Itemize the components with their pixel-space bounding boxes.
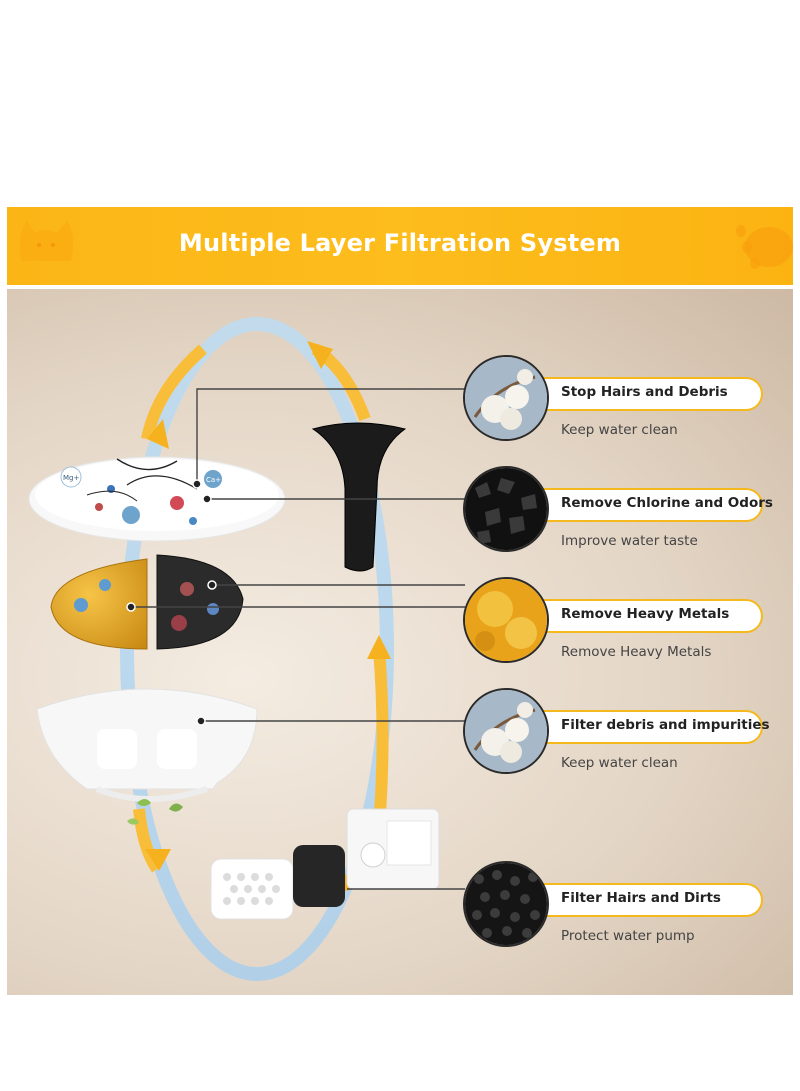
- feature-remove-heavy-metals: Remove Heavy Metals Remove Heavy Metals: [7, 577, 793, 667]
- filtration-scene: Mg+ Ca+: [7, 289, 793, 995]
- connector-1: [196, 388, 465, 484]
- ion-resin-filter: [50, 558, 148, 650]
- calcium-ion-label: Ca+: [206, 476, 221, 484]
- feature-desc: Keep water clean: [561, 755, 678, 771]
- feature-label: Stop Hairs and Debris: [561, 384, 728, 400]
- pump-sponge: [293, 845, 345, 907]
- cotton-icon: [463, 688, 549, 774]
- magnesium-ion-label: Mg+: [63, 474, 79, 482]
- arrow-up-center: [367, 635, 391, 659]
- paw-print-icon: [736, 225, 793, 269]
- feature-desc: Improve water taste: [561, 533, 698, 549]
- feature-label: Filter Hairs and Dirts: [561, 890, 721, 906]
- feature-pill: [507, 377, 763, 411]
- page-title: Multiple Layer Filtration System: [178, 229, 622, 257]
- arrow-up-right: [307, 341, 333, 369]
- feature-desc: Protect water pump: [561, 928, 695, 944]
- feature-label: Remove Chlorine and Odors: [561, 495, 773, 511]
- flow-segment-down-left: [133, 808, 163, 873]
- feature-filter-debris: Filter debris and impurities Keep water …: [7, 688, 793, 778]
- cat-face-icon: [19, 221, 74, 261]
- feature-label: Filter debris and impurities: [561, 717, 770, 733]
- feature-stop-hairs: Stop Hairs and Debris Keep water clean: [7, 355, 793, 445]
- feature-filter-hairs-dirts: Filter Hairs and Dirts Protect water pum…: [7, 861, 793, 951]
- filter-housing-basin: [36, 688, 258, 790]
- feature-remove-chlorine: Remove Chlorine and Odors Improve water …: [7, 466, 793, 556]
- activated-carbon-icon: [463, 466, 549, 552]
- feature-label: Remove Heavy Metals: [561, 606, 730, 622]
- feature-desc: Keep water clean: [561, 422, 678, 438]
- feature-pill: [507, 883, 763, 917]
- foam-inlet-filter: [311, 422, 407, 572]
- feature-pill: [507, 599, 763, 633]
- feature-pill: [507, 488, 763, 522]
- ion-resin-icon: [463, 577, 549, 663]
- arrow-down-left: [147, 419, 169, 449]
- flow-segment-left: [141, 344, 207, 441]
- cotton-icon: [463, 355, 549, 441]
- filtration-illustration: Mg+ Ca+: [28, 317, 465, 981]
- feature-pill: [507, 710, 763, 744]
- feature-desc: Remove Heavy Metals: [561, 644, 712, 660]
- arrow-down: [145, 849, 171, 871]
- filter-sponge-icon: [463, 861, 549, 947]
- title-banner: Multiple Layer Filtration System: [7, 207, 793, 285]
- water-flow-loop: [120, 317, 394, 981]
